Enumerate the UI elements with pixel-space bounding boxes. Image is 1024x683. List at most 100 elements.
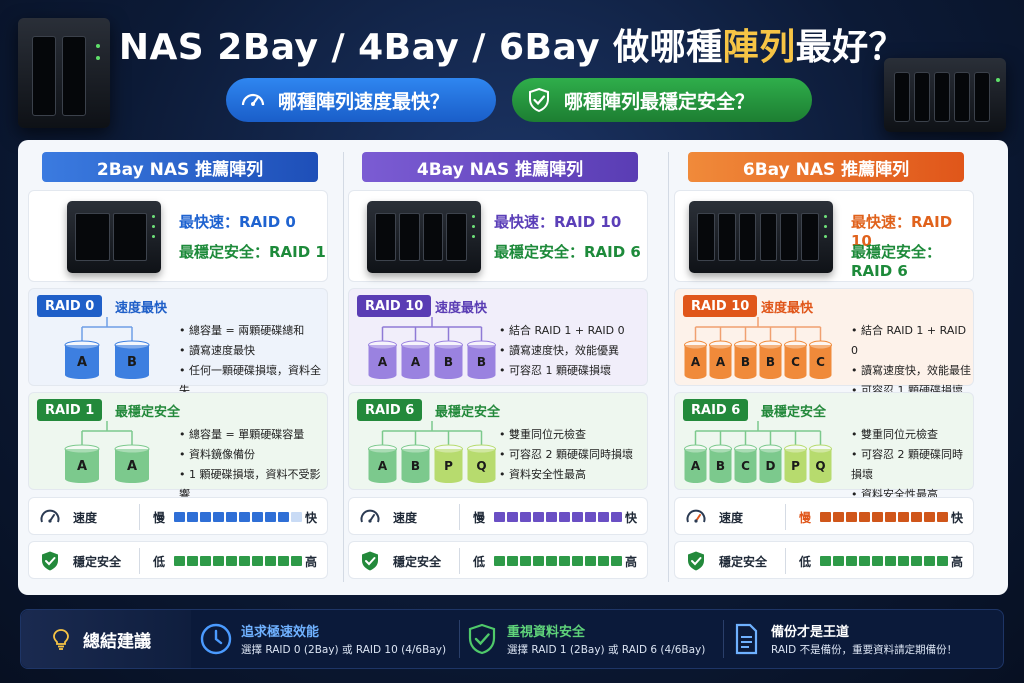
disk-label: D [766,459,776,473]
meter-divider [139,504,140,530]
level-segment [187,512,198,522]
disk-icon: B [434,340,463,379]
bullet-item: 總容量 = 兩顆硬碟總和 [179,321,327,341]
column-2bay: 2Bay NAS 推薦陣列 最快速：RAID 0 最穩定安全：RAID 1 RA… [28,140,328,595]
disk-icon: D [759,444,782,483]
level-segment [611,556,622,566]
meter-divider [139,548,140,574]
level-segment [494,556,505,566]
disk-icon: A [114,444,150,483]
meter-high: 高 [624,555,637,569]
shield-check-icon [688,551,704,571]
raid-desc: 速度最快 [115,301,168,316]
safety-meter: 穩定安全 低 高 [348,541,648,579]
nas-overview-card: 最快速：RAID 0 最穩定安全：RAID 1 [28,190,328,282]
status-led [472,215,475,218]
summary-title: 總結建議 [83,631,151,652]
disk-icon: B [114,340,150,379]
meter-high: 快 [304,511,317,525]
level-segment [598,512,609,522]
level-bar [494,512,622,522]
disk-icon: A [401,340,430,379]
level-segment [859,512,870,522]
column-6bay: 6Bay NAS 推薦陣列 最快速：RAID 10 最穩定安全：RAID 6 R… [674,140,974,595]
level-segment [598,556,609,566]
level-segment [559,556,570,566]
shield-check-icon [362,551,378,571]
bullet-item: 雙重同位元檢查 [499,425,633,445]
disk-icon: P [434,444,463,483]
level-segment [200,556,211,566]
level-segment [833,556,844,566]
raid-tag: RAID 6 [357,399,423,421]
clock-icon [200,623,232,655]
nas-device-image [367,201,481,273]
bullet-item: 讀寫速度快，效能優異 [499,341,625,361]
disk-icon: B [734,340,757,379]
disk-label: B [716,459,725,473]
drive-bay [398,213,420,261]
status-led [472,235,475,238]
column-heading: 6Bay NAS 推薦陣列 [688,152,964,182]
drive-bay [801,213,819,261]
safety-meter: 穩定安全 低 高 [674,541,974,579]
meter-label: 速度 [393,511,418,525]
level-segment [213,556,224,566]
level-segment [494,512,505,522]
disk-icon: C [809,340,832,379]
disk-label: B [411,459,420,473]
question-speed-pill: 哪種陣列速度最快？ [226,78,496,122]
footer-divider [459,620,460,658]
meter-high: 快 [950,511,963,525]
disk-label: B [127,355,137,370]
raid-desc: 速度最快 [761,301,814,316]
level-segment [213,512,224,522]
safety-meter: 穩定安全 低 高 [28,541,328,579]
level-segment [911,556,922,566]
level-segment [278,512,289,522]
title-prefix: NAS 2Bay / 4Bay / 6Bay 做哪種 [118,27,723,68]
meter-low: 慢 [153,511,166,525]
status-led [152,215,155,218]
lightbulb-icon [53,629,69,650]
document-icon [735,623,758,655]
raid-tag: RAID 10 [683,295,758,317]
question-safe-pill: 哪種陣列最穩定安全？ [512,78,812,122]
nas-overview-card: 最快速：RAID 10 最穩定安全：RAID 6 [674,190,974,282]
tip-security: 重視資料安全 選擇 RAID 1 (2Bay) 或 RAID 6 (4/6Bay… [465,610,727,668]
disk-icon: Q [809,444,832,483]
nas-decoration-right [884,58,1006,132]
drive-bay [759,213,778,261]
question-safe-text: 哪種陣列最穩定安全？ [564,90,755,113]
level-segment [265,512,276,522]
level-segment [846,556,857,566]
column-4bay: 4Bay NAS 推薦陣列 最快速：RAID 10 最穩定安全：RAID 6 R… [348,140,648,595]
raid-safe-card: RAID 1 最穩定安全 AA 總容量 = 單顆硬碟容量 資料鏡像備份 1 顆硬… [28,392,328,501]
meter-divider [785,504,786,530]
level-segment [924,556,935,566]
disk-label: B [766,355,775,369]
disk-label: C [816,355,825,369]
level-segment [174,556,185,566]
shield-check-icon [529,87,549,113]
level-segment [187,556,198,566]
bullet-item: 資料安全性最高 [499,465,633,485]
level-segment [859,556,870,566]
drive-bay [717,213,736,261]
drive-bay [75,213,110,261]
disk-icon: B [467,340,496,379]
question-speed-text: 哪種陣列速度最快？ [278,90,450,113]
meter-high: 高 [950,555,963,569]
level-segment [833,512,844,522]
column-heading: 2Bay NAS 推薦陣列 [42,152,318,182]
level-segment [898,556,909,566]
disk-label: B [741,355,750,369]
column-divider [343,152,344,582]
disk-label: Q [815,459,825,473]
shield-check-icon [468,623,496,655]
speedometer-icon [360,509,380,523]
tip-desc: RAID 不是備份，重要資料請定期備份！ [771,644,958,656]
